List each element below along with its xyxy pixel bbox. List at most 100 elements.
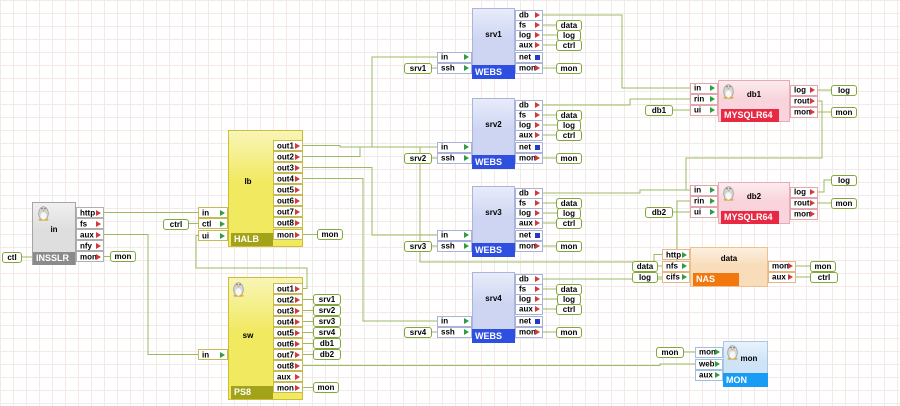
- netlabel-srv3[interactable]: srv3: [404, 240, 432, 252]
- netlabel-ctrl[interactable]: ctrl: [163, 218, 189, 230]
- port-db1-in[interactable]: in: [690, 82, 718, 94]
- port-mon-mon[interactable]: mon: [695, 346, 723, 358]
- port-sw-out1[interactable]: out1: [273, 283, 303, 294]
- port-sw-out3[interactable]: out3: [273, 305, 303, 316]
- port-srv1-in[interactable]: in: [437, 51, 472, 63]
- port-mon-aux[interactable]: aux: [695, 369, 723, 381]
- wire-lb-out3-to-srv3-in[interactable]: [303, 167, 437, 236]
- netlabel-log[interactable]: log: [557, 293, 581, 305]
- port-data-cifs[interactable]: cifs: [662, 271, 690, 283]
- netlabel-srv1[interactable]: srv1: [404, 62, 432, 74]
- port-srv1-ssh[interactable]: ssh: [437, 62, 472, 74]
- port-srv4-mon[interactable]: mon: [515, 326, 543, 338]
- port-lb-ui[interactable]: ui: [198, 230, 228, 241]
- wire-lb-out2-to-srv2-in[interactable]: [303, 146, 437, 157]
- netlabel-ctrl[interactable]: ctrl: [810, 271, 838, 283]
- port-sw-out7[interactable]: out7: [273, 349, 303, 360]
- port-sw-in[interactable]: in: [198, 349, 228, 360]
- port-srv1-net[interactable]: net: [515, 51, 543, 63]
- wire-srv1-db-to-db1-in[interactable]: [543, 14, 690, 89]
- port-data-mon[interactable]: mon: [768, 260, 796, 272]
- netlabel-srv1[interactable]: srv1: [313, 294, 341, 305]
- port-mon-web[interactable]: web: [695, 358, 723, 370]
- netlabel-mon[interactable]: mon: [556, 240, 582, 252]
- wire-lb-out4-to-srv4-in[interactable]: [303, 178, 437, 322]
- port-lb-out5[interactable]: out5: [273, 184, 303, 195]
- netlabel-mon[interactable]: mon: [110, 251, 136, 262]
- port-lb-out1[interactable]: out1: [273, 140, 303, 151]
- port-lb-out2[interactable]: out2: [273, 151, 303, 162]
- wire-srv3-db-to-db2-in[interactable]: [543, 189, 690, 194]
- port-in-mon[interactable]: mon: [76, 251, 104, 262]
- port-db2-in[interactable]: in: [690, 184, 718, 196]
- port-lb-out4[interactable]: out4: [273, 173, 303, 184]
- port-sw-mon[interactable]: mon: [273, 382, 303, 393]
- port-sw-out2[interactable]: out2: [273, 294, 303, 305]
- wire-sw-out8-to-mon-web[interactable]: [303, 363, 695, 366]
- port-data-aux[interactable]: aux: [768, 271, 796, 283]
- port-sw-out5[interactable]: out5: [273, 327, 303, 338]
- port-sw-out4[interactable]: out4: [273, 316, 303, 327]
- port-lb-out8[interactable]: out8: [273, 217, 303, 228]
- port-sw-out6[interactable]: out6: [273, 338, 303, 349]
- netlabel-log[interactable]: log: [557, 207, 581, 219]
- port-srv2-mon[interactable]: mon: [515, 152, 543, 164]
- port-data-http[interactable]: http: [662, 249, 690, 260]
- port-in-fs[interactable]: fs: [76, 218, 104, 229]
- netlabel-ctrl[interactable]: ctrl: [556, 39, 582, 51]
- netlabel-ctrl[interactable]: ctrl: [556, 217, 582, 229]
- wire-db1-rout-to-db2-in[interactable]: [685, 100, 823, 191]
- wire-srv4-db-to-db2-rin[interactable]: [543, 200, 690, 280]
- port-lb-in[interactable]: in: [198, 207, 228, 218]
- port-db2-ui[interactable]: ui: [690, 206, 718, 218]
- netlabel-log[interactable]: log: [831, 174, 857, 186]
- port-lb-ctl[interactable]: ctl: [198, 218, 228, 229]
- netlabel-srv4[interactable]: srv4: [404, 326, 432, 338]
- netlabel-data[interactable]: data: [556, 109, 582, 121]
- netlabel-data[interactable]: data: [632, 260, 658, 272]
- port-db1-rin[interactable]: rin: [690, 93, 718, 105]
- netlabel-db1[interactable]: db1: [313, 338, 341, 349]
- netlabel-mon[interactable]: mon: [556, 62, 582, 74]
- port-srv2-ssh[interactable]: ssh: [437, 152, 472, 164]
- port-lb-out3[interactable]: out3: [273, 162, 303, 173]
- netlabel-ctl[interactable]: ctl: [2, 251, 22, 263]
- wire-lb-out1-to-srv1-in[interactable]: [303, 56, 437, 148]
- port-srv3-aux[interactable]: aux: [515, 217, 543, 229]
- wire-srv2-db-to-db1-rin[interactable]: [543, 98, 690, 106]
- port-srv3-net[interactable]: net: [515, 229, 543, 241]
- port-in-http[interactable]: http: [76, 207, 104, 218]
- port-sw-out8[interactable]: out8: [273, 360, 303, 371]
- wire-db2-log-jog[interactable]: [818, 179, 831, 193]
- port-db2-rin[interactable]: rin: [690, 195, 718, 207]
- netlabel-srv4[interactable]: srv4: [313, 327, 341, 338]
- netlabel-log[interactable]: log: [557, 119, 581, 131]
- port-lb-out7[interactable]: out7: [273, 206, 303, 217]
- netlabel-ctrl[interactable]: ctrl: [556, 303, 582, 315]
- port-db1-ui[interactable]: ui: [690, 104, 718, 116]
- netlabel-db2[interactable]: db2: [645, 206, 673, 218]
- netlabel-srv3[interactable]: srv3: [313, 316, 341, 327]
- netlabel-mon[interactable]: mon: [831, 106, 857, 118]
- port-srv2-net[interactable]: net: [515, 141, 543, 153]
- port-data-nfs[interactable]: nfs: [662, 260, 690, 272]
- port-db2-rout[interactable]: rout: [790, 197, 818, 209]
- netlabel-db2[interactable]: db2: [313, 349, 341, 360]
- wire-in-aux-to-sw-in[interactable]: [104, 234, 198, 355]
- netlabel-log[interactable]: log: [831, 84, 857, 96]
- wire-sw-out1-to-lb-ui[interactable]: [195, 235, 308, 289]
- port-db1-mon[interactable]: mon: [790, 106, 818, 118]
- port-srv2-aux[interactable]: aux: [515, 129, 543, 141]
- port-in-aux[interactable]: aux: [76, 229, 104, 240]
- port-srv4-net[interactable]: net: [515, 315, 543, 327]
- port-db1-log[interactable]: log: [790, 84, 818, 96]
- netlabel-log[interactable]: log: [632, 271, 658, 283]
- netlabel-ctrl[interactable]: ctrl: [556, 129, 582, 141]
- port-srv2-in[interactable]: in: [437, 141, 472, 153]
- netlabel-mon[interactable]: mon: [831, 197, 857, 209]
- port-lb-mon[interactable]: mon: [273, 229, 303, 240]
- netlabel-srv2[interactable]: srv2: [313, 305, 341, 316]
- port-srv3-in[interactable]: in: [437, 229, 472, 241]
- port-db2-log[interactable]: log: [790, 186, 818, 198]
